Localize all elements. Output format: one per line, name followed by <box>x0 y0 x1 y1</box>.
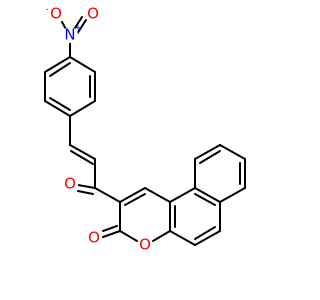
bond-c10-c9-inner <box>199 150 221 164</box>
bond-n-o-right-double <box>76 19 87 35</box>
bond-c10a-c6a-inner <box>194 193 216 206</box>
bond-phenyl-4 <box>44 100 71 117</box>
bond-c1-c10b <box>144 187 171 203</box>
bond-ketone-chromene <box>94 187 121 203</box>
chemical-structure-diagram: O - N + O O O O <box>44 5 246 254</box>
bond-vinyl-double <box>69 144 96 160</box>
nitro-nitrogen-charge: + <box>74 24 82 34</box>
nitro-oxygen-left-label: O <box>50 5 62 23</box>
bond-c6-c5-inner <box>194 226 216 240</box>
nitro-oxygen-left-charge: - <box>45 5 48 15</box>
bond-lactone-carbonyl-inner <box>102 225 118 232</box>
bond-vinyl-double-inner <box>70 150 94 165</box>
molecule-canvas: O - N + O O O O <box>44 4 246 254</box>
bond-c4a-o <box>152 230 171 242</box>
bond-phenyl-4-inner <box>49 97 71 111</box>
bond-phenyl-6-inner <box>49 62 71 77</box>
bond-phenyl-1 <box>69 56 96 73</box>
nitro-oxygen-right-label: O <box>87 5 99 23</box>
bond-c2-c1 <box>119 187 146 203</box>
bond-c10a-c6a <box>194 187 221 203</box>
bond-c7-c6a <box>219 187 246 203</box>
bond-c10-c9 <box>194 144 221 160</box>
bond-layer <box>44 16 246 246</box>
bond-c9-c8 <box>219 144 246 160</box>
bond-lactone-carbonyl <box>102 230 121 238</box>
lactone-carbonyl-oxygen-label: O <box>88 229 100 247</box>
atom-label-layer: O - N + O O O O <box>45 5 153 254</box>
bond-ketone-double <box>77 184 96 189</box>
bond-c10b-c10a <box>169 187 196 203</box>
bond-ketone-double-inner <box>77 190 94 195</box>
bond-phenyl-6 <box>44 56 71 73</box>
bond-c6-c5 <box>194 230 221 246</box>
ketone-oxygen-label: O <box>64 175 76 193</box>
bond-phenyl-3 <box>69 100 96 117</box>
bond-o-c3 <box>119 230 138 242</box>
bond-c5-c4a <box>169 230 196 246</box>
ring-oxygen-label: O <box>139 236 151 254</box>
nitro-nitrogen-label: N <box>64 26 75 44</box>
bond-c2-c1-inner <box>124 193 146 206</box>
